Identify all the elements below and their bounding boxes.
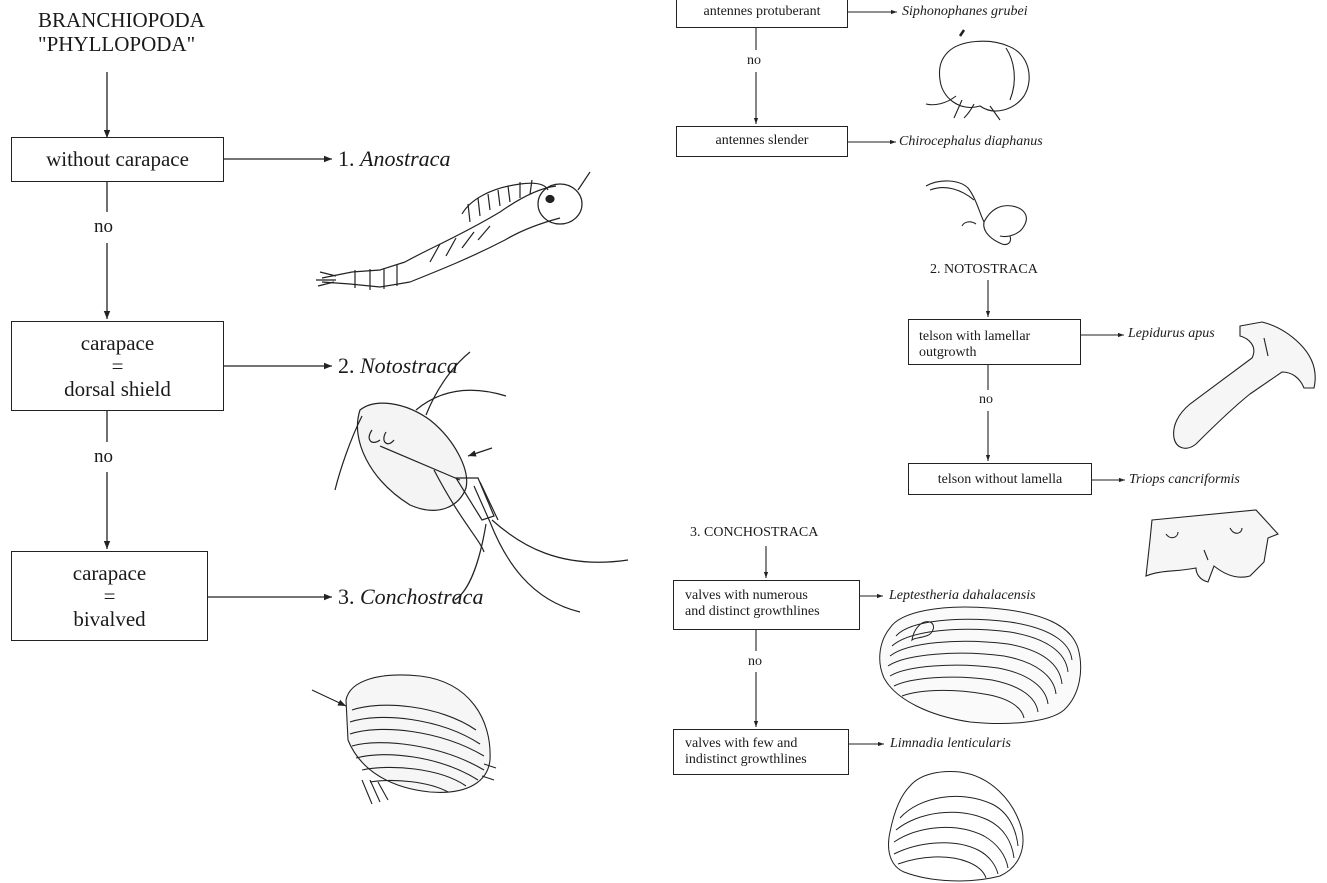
box-antennes-slender: antennes slender <box>676 126 848 157</box>
box-without-carapace: without carapace <box>11 137 224 182</box>
box-telson-lamellar: telson with lamellar outgrowth <box>908 319 1081 365</box>
anostraca-drawing <box>316 172 590 290</box>
no-label-antennes: no <box>747 53 761 69</box>
result-conchostraca: 3. Conchostraca <box>338 585 483 609</box>
box3-line3: bivalved <box>73 608 145 631</box>
box-valves-numerous-line2: and distinct growthlines <box>685 604 859 620</box>
chirocephalus-antenna-drawing <box>926 181 1026 245</box>
result-notostraca-num: 2. <box>338 353 355 378</box>
result-conchostraca-name: Conchostraca <box>360 584 483 609</box>
conchostraca-drawing <box>312 675 496 804</box>
box-valves-numerous: valves with numerous and distinct growth… <box>673 580 860 630</box>
notostraca-drawing <box>335 352 628 612</box>
result-anostraca-num: 1. <box>338 146 355 171</box>
box-carapace-dorsal-shield: carapace = dorsal shield <box>11 321 224 411</box>
box2-line3: dorsal shield <box>64 378 171 401</box>
no-label-2: no <box>94 446 113 468</box>
limnadia-valve-drawing <box>889 772 1023 881</box>
box2-line1: carapace <box>81 332 154 355</box>
no-label-telson: no <box>979 392 993 408</box>
species-triops: Triops cancriformis <box>1129 472 1240 488</box>
box-telson-lamellar-line2: outgrowth <box>919 345 1080 361</box>
no-label-valves: no <box>748 654 762 670</box>
species-leptestheria: Leptestheria dahalacensis <box>889 588 1036 604</box>
result-anostraca: 1. Anostraca <box>338 147 450 171</box>
heading-conchostraca: 3. CONCHOSTRACA <box>690 525 818 541</box>
result-notostraca-name: Notostraca <box>360 353 458 378</box>
box-valves-few-line2: indistinct growthlines <box>685 752 848 768</box>
siphonophanes-antenna-drawing <box>926 30 1029 120</box>
box-valves-numerous-line1: valves with numerous <box>685 588 859 604</box>
result-notostraca: 2. Notostraca <box>338 354 458 378</box>
box-antennes-protuberant: antennes protuberant <box>676 0 848 28</box>
box-telson-lamellar-line1: telson with lamellar <box>919 329 1080 345</box>
box-valves-few-line1: valves with few and <box>685 736 848 752</box>
box-carapace-bivalved: carapace = bivalved <box>11 551 208 641</box>
result-anostraca-name: Anostraca <box>360 146 450 171</box>
no-label-1: no <box>94 216 113 238</box>
box-telson-without-lamella: telson without lamella <box>908 463 1092 495</box>
title-branchiopoda: BRANCHIOPODA <box>38 8 205 32</box>
heading-notostraca: 2. NOTOSTRACA <box>930 262 1038 278</box>
box-valves-few: valves with few and indistinct growthlin… <box>673 729 849 775</box>
box2-line2: = <box>112 355 124 378</box>
species-lepidurus: Lepidurus apus <box>1128 326 1215 342</box>
species-siphonophanes: Siphonophanes grubei <box>902 4 1028 20</box>
leptestheria-valve-drawing <box>880 607 1081 724</box>
species-chirocephalus: Chirocephalus diaphanus <box>899 134 1043 150</box>
species-limnadia: Limnadia lenticularis <box>890 736 1011 752</box>
title-phyllopoda: "PHYLLOPODA" <box>38 32 195 56</box>
result-conchostraca-num: 3. <box>338 584 355 609</box>
box3-line2: = <box>104 585 116 608</box>
triops-telson-drawing <box>1146 510 1278 582</box>
box3-line1: carapace <box>73 562 146 585</box>
box-without-carapace-label: without carapace <box>46 148 189 171</box>
